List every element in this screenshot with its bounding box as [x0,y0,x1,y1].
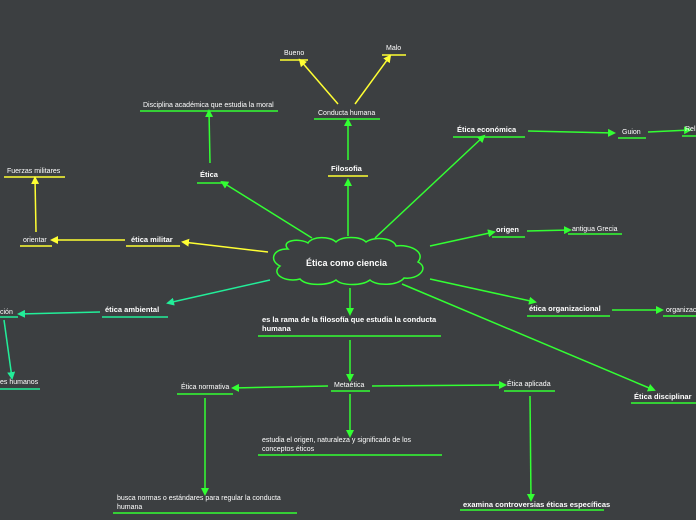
node-etica-ambiental[interactable]: ética ambiental [105,305,160,314]
node-etica[interactable]: Ética [200,170,218,179]
node-normativa[interactable]: Ética normativa [181,384,230,391]
link-to-etica-ambiental [166,279,271,306]
node-etica-economica[interactable]: Ética económica [457,125,517,134]
link-metaetica-aplicada [371,381,507,390]
node-grecia[interactable]: antigua Grecia [572,226,618,233]
link-to-origen [429,229,496,247]
node-origen[interactable]: origen [496,225,519,234]
link-guion-rel [647,126,692,135]
central-cloud[interactable] [272,236,424,286]
node-rel[interactable]: Rel [685,126,696,133]
link-conducta-bueno [298,58,339,105]
link-etica-disciplina [205,109,214,164]
node-disciplina[interactable]: Disciplina académica que estudia la mora… [143,102,274,109]
link-aplicada-examina [526,395,535,502]
link-cion-humanos [3,319,16,380]
link-to-etica [220,180,313,239]
node-etica-organizacional[interactable]: ética organizacional [529,304,601,313]
node-es-rama[interactable]: es la rama de la filosofía que estudia l… [262,315,437,333]
node-orientar[interactable]: orientar [23,237,47,244]
link-to-etica-militar [181,238,269,253]
node-malo[interactable]: Malo [386,45,402,52]
node-etica-disciplinar[interactable]: Ética disciplinar [634,392,692,401]
link-origen-grecia [526,226,572,235]
link-to-etica-disciplinar [401,283,656,392]
node-aplicada[interactable]: Ética aplicada [507,381,551,388]
link-orientar-fuerzas [31,176,40,233]
node-busca[interactable]: busca normas o estándares para regular l… [117,495,281,511]
node-conducta[interactable]: Conducta humana [318,110,376,117]
link-to-etica-economica [374,134,486,239]
node-bueno[interactable]: Bueno [284,50,305,57]
central-topic[interactable]: Ética como ciencia [306,258,388,268]
link-metaetica-normativa [231,383,329,392]
link-ambiental-cion [17,309,101,318]
node-guion[interactable]: Guion [622,129,641,136]
node-cion[interactable]: ción [0,309,13,316]
node-filosofia[interactable]: Filosofia [331,164,362,173]
node-etica-militar[interactable]: ética militar [131,235,173,244]
node-examina[interactable]: examina controversias éticas específicas [463,500,611,509]
node-humanos[interactable]: es humanos [0,379,39,386]
link-economica-guion [527,128,616,137]
node-fuerzas[interactable]: Fuerzas militares [7,168,61,175]
node-estudia[interactable]: estudia el origen, naturaleza y signific… [262,437,412,453]
link-to-etica-organizacional [429,278,537,305]
link-conducta-malo [354,54,392,105]
node-metaetica[interactable]: Metaética [334,382,365,389]
node-organizac[interactable]: organizac [666,307,696,314]
